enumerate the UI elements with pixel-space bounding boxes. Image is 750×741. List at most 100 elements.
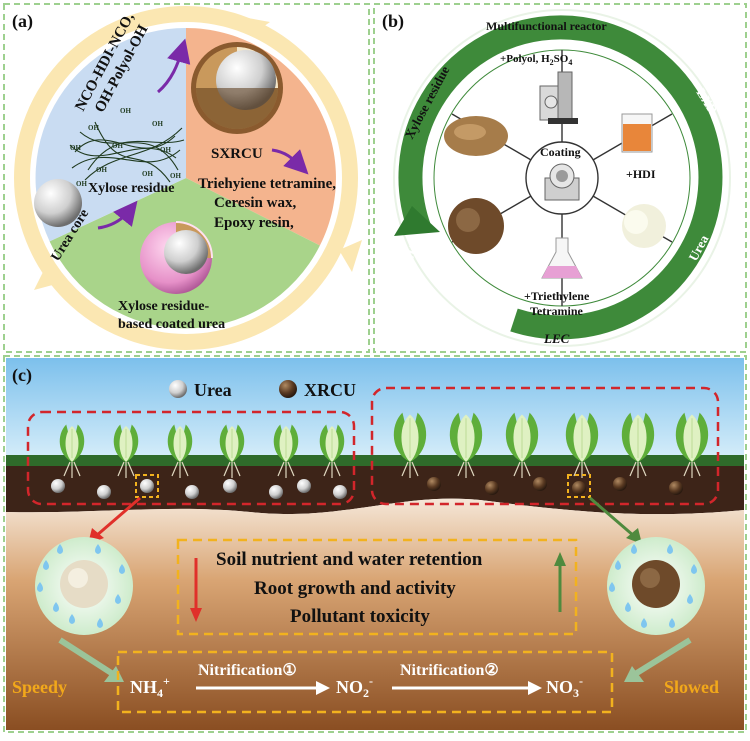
panel-a-label: (a) <box>12 11 33 32</box>
oh-label: OH <box>96 166 107 174</box>
material-1: Triehyiene tetramine, <box>198 176 336 192</box>
triethylene-line-1: +Triethylene <box>524 289 590 303</box>
nitrification-step-1: Nitrification① <box>198 662 297 679</box>
panel-b: +Polyol, H2SO4 +HDI +Triethylene Tetrami… <box>373 3 747 353</box>
lec-ring-label: LEC <box>543 331 570 346</box>
water-drop <box>115 594 121 604</box>
water-drop <box>687 594 693 604</box>
water-drop <box>669 618 675 628</box>
xylose-powder-highlight <box>454 124 486 140</box>
arrow-purple-top <box>157 38 191 94</box>
water-drop <box>631 544 637 554</box>
effect-line-1: Soil nutrient and water retention <box>216 549 483 570</box>
oh-label: OH <box>76 180 87 188</box>
urea-dissolving-halo <box>35 537 133 635</box>
process-ring <box>398 15 723 340</box>
sxrcu-particle <box>191 42 283 134</box>
grass-strip <box>6 455 744 469</box>
water-drop <box>667 544 673 554</box>
xrcu-granule <box>572 481 586 495</box>
cabbage-plant <box>505 412 539 478</box>
slowed-arrow <box>630 637 692 679</box>
water-drop <box>615 560 621 570</box>
hdi-beaker <box>621 113 653 153</box>
water-drop <box>609 582 615 592</box>
step-1-arrowhead <box>316 681 330 695</box>
cabbage-plant <box>113 424 139 478</box>
xylose-residue-label: Xylose residue <box>88 181 174 196</box>
cabbage-plant <box>167 424 193 478</box>
coating-drum <box>544 163 580 201</box>
water-drop <box>97 618 103 628</box>
coated-urea-line-2: based coated urea <box>118 317 225 332</box>
reactor-label: Multifunctional reactor <box>486 19 607 33</box>
no3-label: NO3- <box>546 674 583 700</box>
triethylene-flask <box>541 237 583 279</box>
cabbage-plant <box>219 424 245 478</box>
water-drop <box>43 560 49 570</box>
material-2: Ceresin wax, <box>214 195 296 211</box>
effects-box <box>176 538 578 636</box>
slowed-label: Slowed <box>664 677 719 697</box>
water-drop <box>69 614 75 624</box>
xrcu-sample-box <box>567 474 591 498</box>
water-drops <box>37 544 697 628</box>
panel-b-frame <box>373 3 747 353</box>
nitrification-box <box>116 650 614 714</box>
water-drop <box>641 618 647 628</box>
nitrification-step-2: Nitrification② <box>400 662 499 679</box>
ring-arrowhead <box>394 206 440 236</box>
xrcu-zoom-arrow <box>589 496 635 538</box>
urea-granule <box>333 485 347 499</box>
cycle-arrowhead-top <box>248 18 270 36</box>
arrow-purple-left <box>97 200 138 230</box>
oh-label: OH <box>160 146 171 154</box>
fiber-network <box>69 121 185 183</box>
speedy-arrow <box>58 637 118 679</box>
water-drop <box>691 564 697 574</box>
xrcu-granule <box>427 477 441 491</box>
xrcu-halo <box>607 537 705 635</box>
cabbage-plant <box>621 412 655 478</box>
legend-xrcu-ball <box>279 380 297 398</box>
urea-granule <box>140 479 154 493</box>
cabbage-plant <box>565 412 599 478</box>
oh-label: OH <box>152 120 163 128</box>
xrcu-zoom-arrowhead <box>626 528 642 544</box>
cycle-arrowhead-right <box>339 240 362 272</box>
urea-granule <box>223 479 237 493</box>
cabbage-plant <box>319 424 345 478</box>
polyol-label: +Polyol, H2SO4 <box>500 53 572 67</box>
cycle-ring <box>14 6 358 350</box>
hdi-label: +HDI <box>626 167 656 181</box>
urea-granule <box>185 485 199 499</box>
urea-granule <box>51 479 65 493</box>
cabbage-plant <box>675 412 709 478</box>
xrcu-granule <box>485 481 499 495</box>
legend-xrcu-label: XRCU <box>304 380 356 400</box>
urea-granules-highlight <box>624 210 648 234</box>
urea-granule <box>297 479 311 493</box>
urea-zoom-arrow <box>95 496 141 538</box>
oh-label: OH <box>120 107 131 115</box>
cabbage-row-left <box>59 424 345 478</box>
urea-granule-row <box>51 479 347 499</box>
oh-label: OH <box>70 144 81 152</box>
oh-label: OH <box>142 170 153 178</box>
effect-line-2: Root growth and activity <box>254 578 456 599</box>
step-2-arrowhead <box>528 681 542 695</box>
material-3: Epoxy resin, <box>214 215 294 231</box>
slowed-arrowhead <box>624 666 644 682</box>
xrcu-granule <box>533 477 547 491</box>
cabbage-plant <box>59 424 85 478</box>
panel-c: Urea XRCU (c) Soil nutrient and water re… <box>3 355 747 733</box>
urea-field-box <box>26 410 356 506</box>
water-drop <box>119 564 125 574</box>
water-drop <box>53 602 59 612</box>
water-drop <box>57 544 63 554</box>
xrcu-granule-row <box>427 477 683 495</box>
urea-granule <box>97 485 111 499</box>
xrcu-granules-highlight <box>456 208 480 232</box>
effect-line-3: Pollutant toxicity <box>290 606 430 627</box>
